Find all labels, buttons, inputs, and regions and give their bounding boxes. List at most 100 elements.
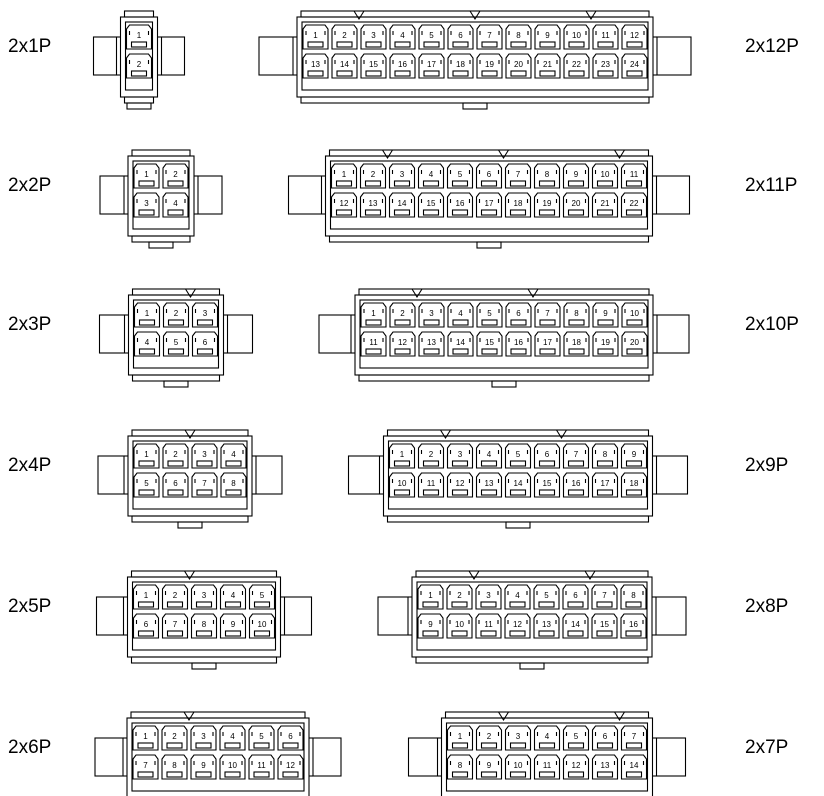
pin-number: 9: [603, 309, 608, 318]
label-2x8p: 2x8P: [745, 596, 788, 617]
pin-number: 10: [398, 479, 407, 488]
pin-number: 6: [545, 450, 550, 459]
pin-number: 1: [137, 31, 142, 40]
pin-number: 1: [145, 309, 150, 318]
pin-number: 11: [543, 761, 552, 770]
pin-number: 9: [574, 170, 579, 179]
pin-number: 6: [458, 31, 463, 40]
pin-number: 7: [545, 309, 550, 318]
pin-cell: 2: [162, 163, 189, 189]
pin-cell: 1: [133, 443, 160, 469]
pin-cell: 7: [534, 302, 561, 328]
pin-cell: 18: [447, 53, 474, 79]
pin-cell: 2: [389, 302, 416, 328]
pin-number: 12: [456, 479, 465, 488]
pin-cell: 11: [533, 754, 561, 780]
pin-cell: 16: [562, 472, 590, 498]
pin-number: 13: [369, 199, 378, 208]
pin-cell: 8: [591, 443, 619, 469]
pin-number: 3: [201, 732, 206, 741]
pin-number: 4: [429, 170, 434, 179]
pin-number: 10: [601, 170, 610, 179]
pin-number: 11: [630, 170, 639, 179]
pin-number: 2: [173, 591, 178, 600]
pin-number: 3: [516, 732, 521, 741]
pin-number: 15: [427, 199, 436, 208]
pin-number: 18: [572, 338, 581, 347]
pin-cell: 2: [125, 53, 153, 79]
pin-number: 15: [369, 60, 378, 69]
pin-cell: 7: [620, 725, 648, 751]
pin-cell: 4: [475, 443, 503, 469]
pin-cell: 7: [191, 472, 218, 498]
pin-number: 4: [515, 591, 520, 600]
pin-number: 13: [601, 761, 610, 770]
connector-2x6p: [94, 711, 342, 796]
pin-number: 17: [427, 60, 436, 69]
pin-number: 12: [340, 199, 349, 208]
connector-2x4p: [97, 429, 283, 529]
pin-number: 12: [398, 338, 407, 347]
label-2x9p: 2x9P: [745, 455, 788, 476]
pin-number: 13: [311, 60, 320, 69]
pin-cell: 10: [219, 754, 246, 780]
pin-cell: 7: [476, 24, 503, 50]
pin-number: 8: [545, 170, 550, 179]
pin-number: 3: [203, 309, 208, 318]
pin-number: 5: [544, 591, 549, 600]
pin-cell: 4: [162, 192, 189, 218]
pin-number: 22: [630, 199, 639, 208]
pin-cell: 16: [389, 53, 416, 79]
pin-cell: 12: [504, 613, 531, 639]
pin-cell: 15: [476, 331, 503, 357]
pin-cell: 7: [504, 163, 532, 189]
pin-cell: 6: [533, 443, 561, 469]
pin-cell: 14: [447, 331, 474, 357]
pin-number: 19: [601, 338, 610, 347]
pin-number: 14: [340, 60, 349, 69]
pin-cell: 15: [591, 613, 618, 639]
pin-cell: 15: [417, 192, 445, 218]
pin-cell: 15: [533, 472, 561, 498]
pin-number: 4: [231, 591, 236, 600]
pin-number: 2: [174, 309, 179, 318]
pin-cell: 12: [446, 472, 474, 498]
connector-2x3p: [98, 288, 254, 388]
pin-number: 6: [516, 309, 521, 318]
pin-cell: 10: [388, 472, 416, 498]
pin-cell: 9: [534, 24, 561, 50]
pin-cell: 5: [162, 331, 190, 357]
pin-cell: 9: [562, 163, 590, 189]
pin-number: 12: [286, 761, 295, 770]
pin-number: 6: [173, 479, 178, 488]
pin-number: 7: [574, 450, 579, 459]
pin-number: 15: [485, 338, 494, 347]
pin-number: 15: [543, 479, 552, 488]
pin-number: 1: [144, 450, 149, 459]
pin-cell: 7: [132, 754, 159, 780]
pin-cell: 8: [220, 472, 247, 498]
pin-cell: 11: [248, 754, 275, 780]
label-2x1p: 2x1P: [8, 36, 51, 57]
pin-number: 2: [173, 450, 178, 459]
pin-cell: 9: [190, 754, 217, 780]
pin-number: 3: [400, 170, 405, 179]
pin-cell: 14: [504, 472, 532, 498]
pin-number: 8: [202, 620, 207, 629]
pin-cell: 7: [591, 584, 618, 610]
pin-number: 1: [400, 450, 405, 459]
pin-cell: 13: [302, 53, 329, 79]
pin-grid: 12: [125, 24, 153, 79]
pin-number: 4: [173, 199, 178, 208]
pin-cell: 3: [191, 302, 219, 328]
pin-number: 5: [144, 479, 149, 488]
pin-cell: 2: [417, 443, 445, 469]
pin-cell: 10: [446, 613, 473, 639]
pin-cell: 4: [220, 443, 247, 469]
pin-number: 6: [573, 591, 578, 600]
pin-cell: 5: [446, 163, 474, 189]
